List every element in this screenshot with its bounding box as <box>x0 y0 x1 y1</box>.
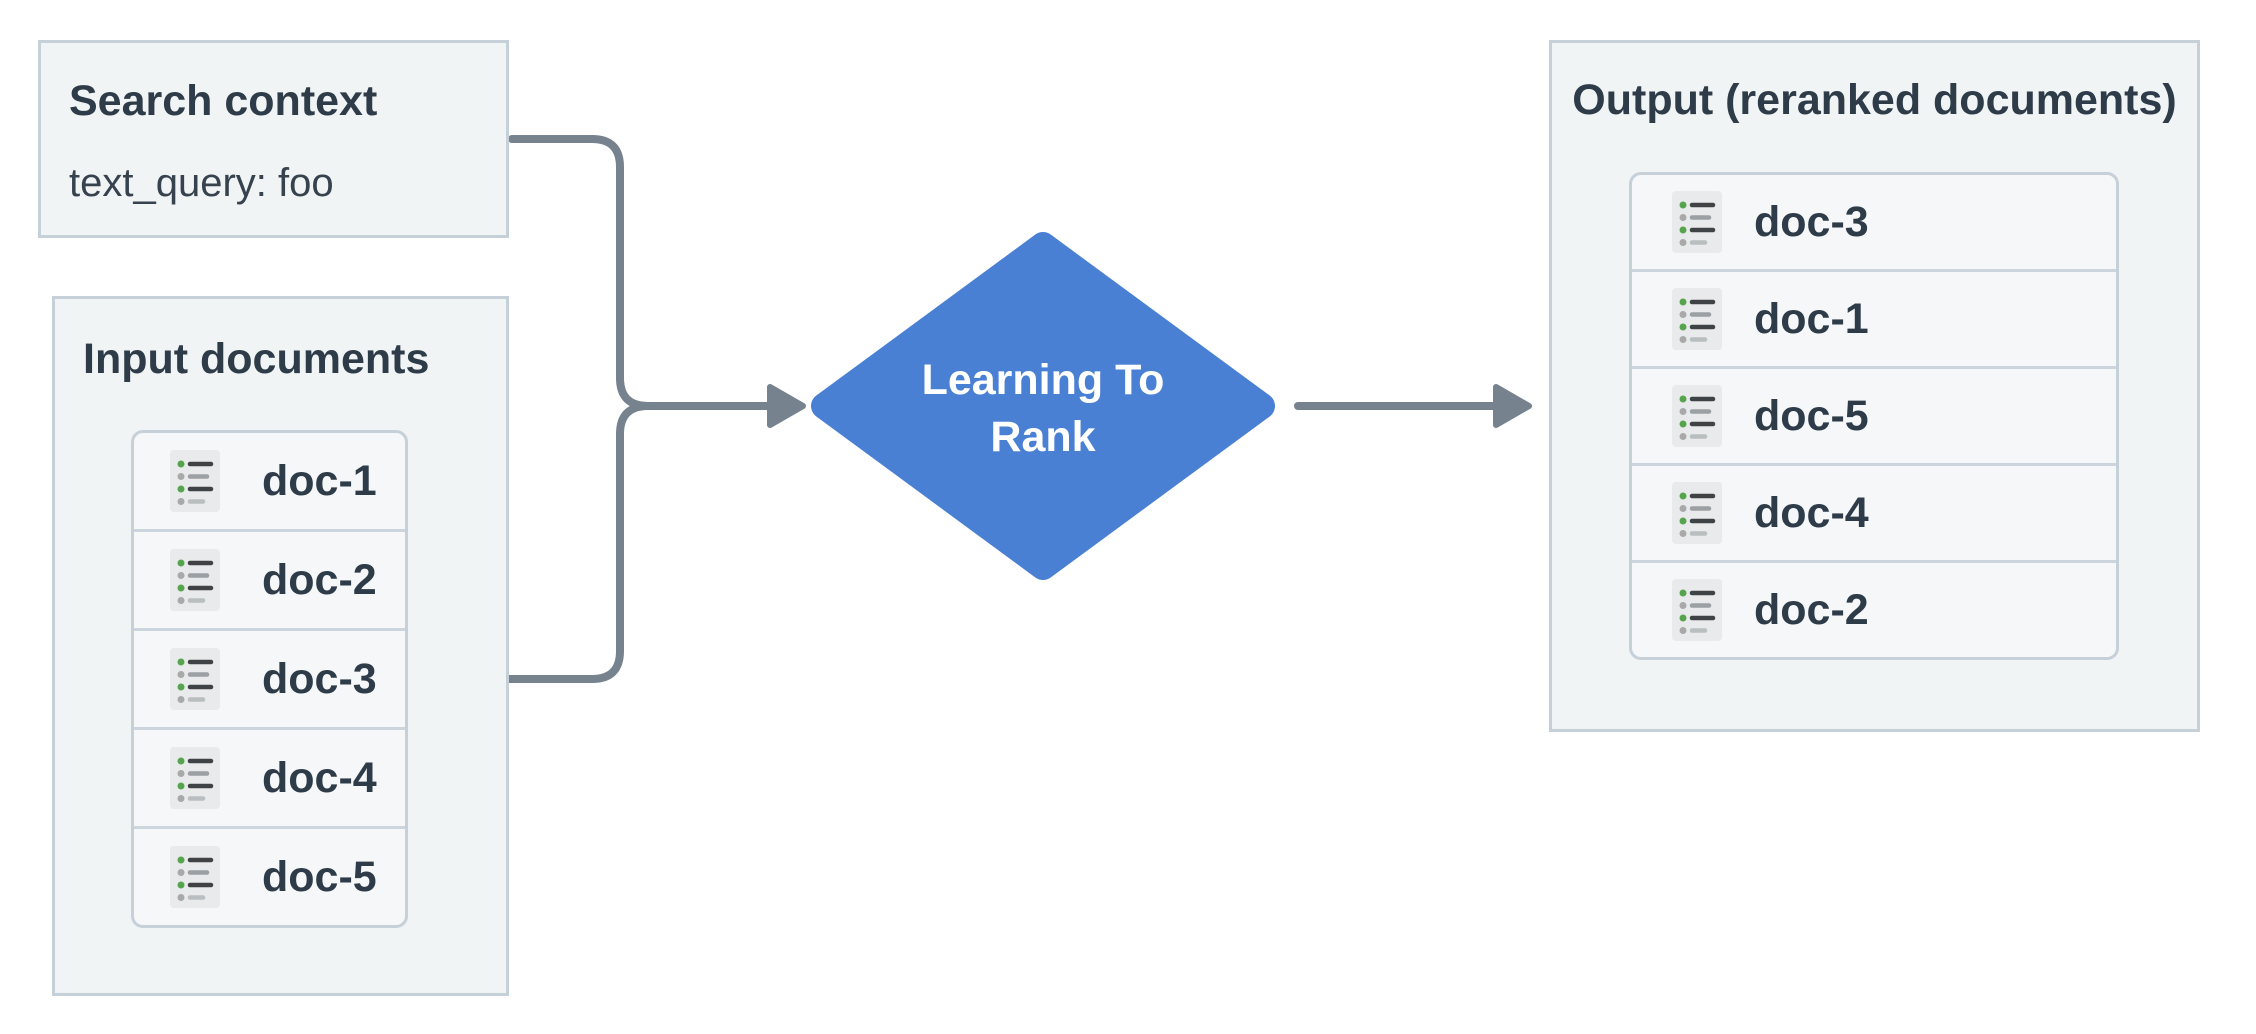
document-list-icon <box>170 747 220 809</box>
doc-label: doc-5 <box>262 852 377 901</box>
doc-item: doc-2 <box>134 529 405 628</box>
search-context-box: Search context text_query: foo <box>38 40 509 238</box>
document-list-icon <box>1672 482 1722 544</box>
doc-label: doc-3 <box>1754 197 1869 246</box>
merge-arrowhead-icon <box>767 384 806 428</box>
doc-item: doc-2 <box>1632 560 2116 657</box>
document-list-icon <box>1672 385 1722 447</box>
doc-label: doc-2 <box>1754 585 1869 634</box>
doc-item: doc-1 <box>1632 269 2116 366</box>
document-list-icon <box>170 846 220 908</box>
search-to-merge-connector <box>508 135 652 410</box>
document-list-icon <box>170 450 220 512</box>
output-arrowhead-icon <box>1493 384 1532 428</box>
input-documents-title: Input documents <box>83 335 430 383</box>
document-list-icon <box>1672 288 1722 350</box>
document-list-icon <box>170 549 220 611</box>
search-context-query: text_query: foo <box>69 161 334 205</box>
doc-item: doc-1 <box>134 433 405 529</box>
doc-label: doc-3 <box>262 654 377 703</box>
document-list-icon <box>1672 191 1722 253</box>
doc-item: doc-5 <box>134 826 405 925</box>
learning-to-rank-label: Learning To Rank <box>883 352 1203 466</box>
doc-label: doc-5 <box>1754 391 1869 440</box>
doc-item: doc-3 <box>1632 175 2116 269</box>
doc-label: doc-4 <box>262 753 377 802</box>
document-list-icon <box>170 648 220 710</box>
doc-item: doc-3 <box>134 628 405 727</box>
document-list-icon <box>1672 579 1722 641</box>
output-title: Output (reranked documents) <box>1572 76 2177 124</box>
input-doc-list: doc-1 doc-2 doc-3 doc-4 doc-5 <box>131 430 408 928</box>
search-context-title: Search context <box>69 77 378 125</box>
doc-item: doc-4 <box>1632 463 2116 560</box>
output-doc-list: doc-3 doc-1 doc-5 doc-4 doc-2 <box>1629 172 2119 660</box>
doc-label: doc-4 <box>1754 488 1869 537</box>
doc-label: doc-1 <box>1754 294 1869 343</box>
doc-item: doc-5 <box>1632 366 2116 463</box>
doc-label: doc-2 <box>262 555 377 604</box>
label-line: Learning To <box>921 356 1165 404</box>
doc-item: doc-4 <box>134 727 405 826</box>
label-line: Rank <box>990 413 1096 461</box>
doc-label: doc-1 <box>262 456 377 505</box>
